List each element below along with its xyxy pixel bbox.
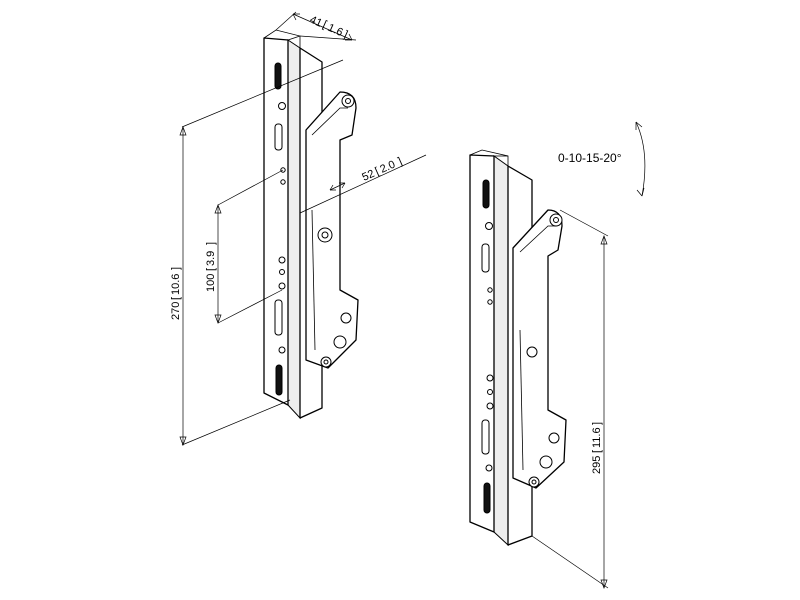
height-right-bracket-open: [ [591, 450, 603, 453]
depth-bracket-open: [ [321, 19, 329, 31]
height-left-dimension-mm: 270 [170, 302, 182, 320]
depth-dimension-mm: 41 [308, 14, 324, 30]
height-right-dimension-mm: 295 [591, 456, 603, 474]
right-bracket [469, 149, 567, 547]
offset-dimension-mm: 52 [360, 168, 376, 184]
right-bracket-dimensions: 295 [ 11.6 ] [531, 209, 609, 589]
tilt-angle-label: 0-10-15-20° [558, 151, 622, 165]
spacing-dimension-inch: 3.9 [205, 251, 217, 266]
offset-bracket-close: ] [396, 156, 404, 168]
spacing-bracket-open: [ [205, 268, 217, 271]
spacing-dimension-mm: 100 [205, 274, 217, 292]
depth-bracket-close: ] [342, 29, 350, 41]
depth-dimension-inch: 1.6 [326, 22, 345, 39]
height-right-bracket-close: ] [591, 422, 603, 425]
left-bracket [263, 29, 359, 420]
offset-bracket-open: [ [373, 166, 381, 178]
height-left-bracket-close: ] [170, 267, 182, 270]
height-left-bracket-open: [ [170, 297, 182, 300]
tilt-arc-arrow [635, 121, 646, 197]
offset-dimension-inch: 2.0 [378, 159, 397, 176]
spacing-bracket-close: ] [205, 242, 217, 245]
height-right-dimension-inch: 11.6 [591, 427, 603, 448]
tilt-indicator: 0-10-15-20° [558, 121, 646, 197]
height-left-dimension-inch: 10.6 [170, 274, 182, 295]
left-bracket-dimensions: 41 [ 1.6 ] 52 [ 2.0 ] 100 [ 3.9 ] 270 [ … [170, 11, 427, 446]
